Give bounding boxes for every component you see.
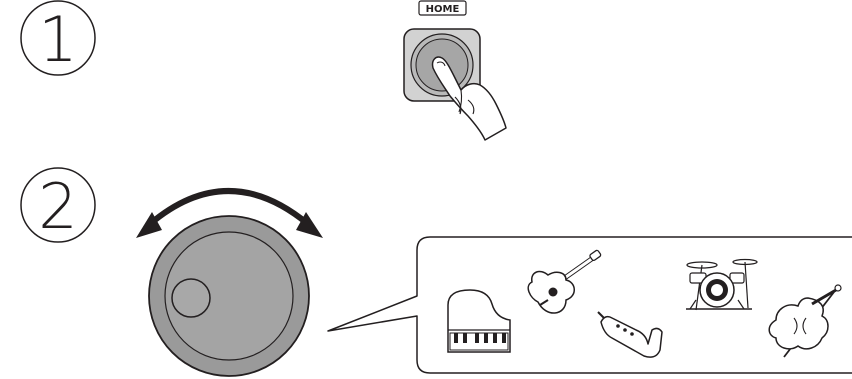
dial[interactable]	[149, 216, 309, 376]
step-2-number: 2	[38, 170, 77, 243]
home-button-label: HOME	[426, 4, 460, 15]
home-button-label-box: HOME	[419, 1, 466, 15]
step-2: 2	[21, 168, 95, 243]
dial-finger-dimple	[172, 279, 210, 317]
step-1-number: 1	[38, 3, 77, 76]
step-1: 1	[21, 1, 95, 76]
